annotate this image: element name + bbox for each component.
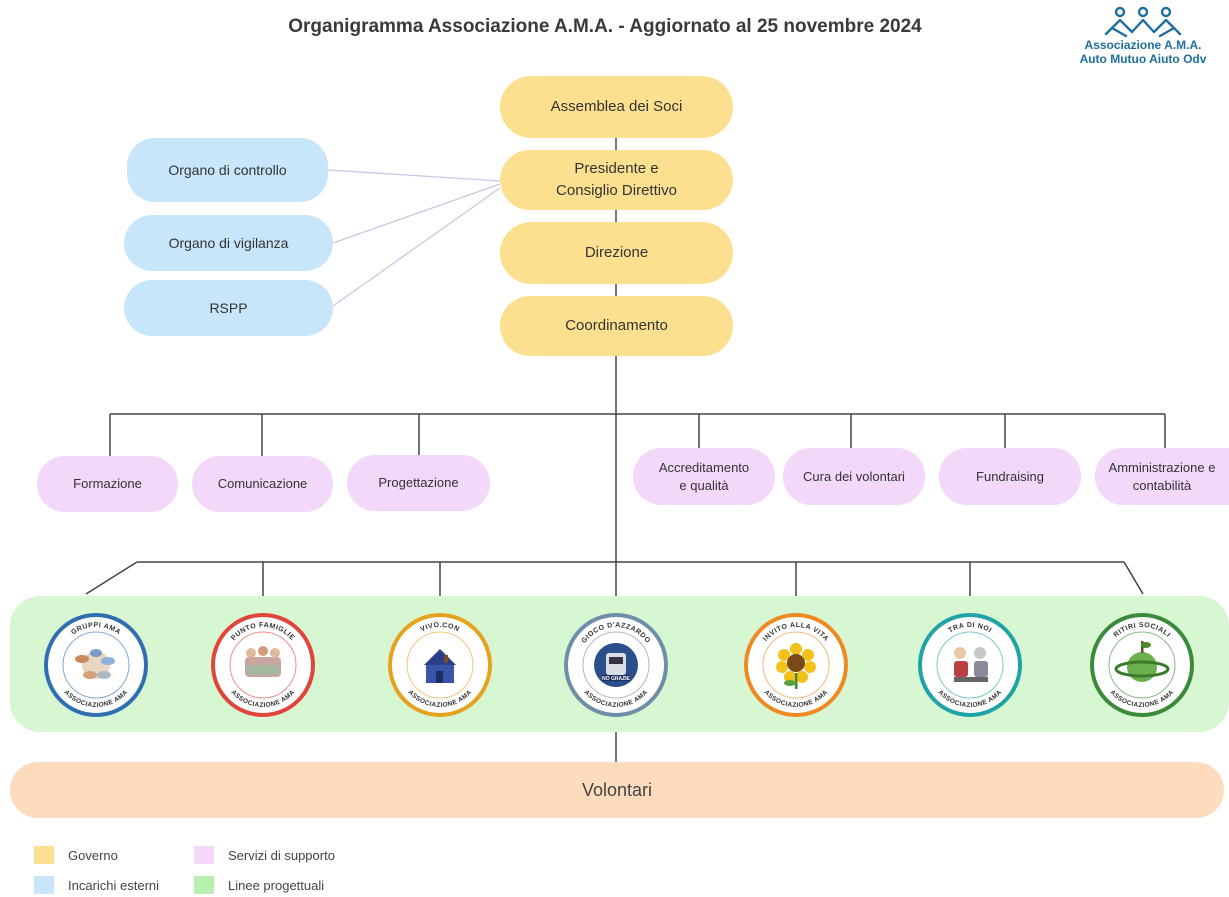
assemblea-soci-label: Assemblea dei Soci [550,98,683,115]
cura-volontari-box: Cura dei volontari [783,448,925,505]
legend-governo: Governo [34,846,118,864]
direzione-box: Direzione [500,222,733,284]
progettazione-box: Progettazione [347,455,490,511]
fundraising-box: Fundraising [939,448,1081,505]
progettazione-label: Progettazione [378,475,459,490]
people-sitting-icon [954,647,988,682]
presidente-label-line2: Consiglio Direttivo [556,182,677,199]
planet-icon [1114,641,1170,682]
coordinamento-box: Coordinamento [500,296,733,356]
legend-governo-label: Governo [68,847,118,863]
slot-machine-icon [594,643,638,687]
rspp-box: RSPP [124,280,333,336]
amministrazione-label-line1: Amministrazione e [1108,459,1216,475]
legend-servizi: Servizi di supporto [194,846,335,864]
sunflower-icon [776,643,816,689]
legend-incarichi-swatch [34,876,54,894]
accreditamento-label-line1: Accreditamento [658,459,750,475]
house-icon [424,649,456,683]
legend-incarichi-label: Incarichi esterni [68,877,160,893]
amministrazione-label-line2: contabilità [1132,477,1192,493]
badge-top-text: VIVO.CON [420,622,461,634]
comunicazione-label: Comunicazione [217,476,308,491]
legend-linee-label: Linee progettuali [228,877,325,893]
legend-servizi-swatch [194,846,214,864]
formazione-box: Formazione [37,456,178,512]
formazione-label: Formazione [73,476,142,491]
organo-controllo-label: Organo di controllo [168,162,287,178]
legend-servizi-label: Servizi di supporto [228,847,335,863]
accreditamento-box: Accreditamento e qualità [633,448,775,505]
comunicazione-box: Comunicazione [192,456,333,512]
amministrazione-box: Amministrazione e contabilità [1095,448,1229,505]
organo-vigilanza-label: Organo di vigilanza [168,235,289,251]
presidente-label-line1: Presidente e [574,160,659,177]
volontari-box: Volontari [10,762,1224,818]
fundraising-label: Fundraising [976,468,1044,484]
rspp-label: RSPP [209,300,248,316]
coordinamento-label: Coordinamento [565,317,668,334]
logo-line-2: Auto Mutuo Aiuto Odv [1079,52,1207,66]
legend-linee: Linee progettuali [194,876,324,894]
association-logo: Associazione A.M.A. Auto Mutuo Aiuto Odv [1062,6,1224,66]
organo-controllo-box: Organo di controllo [127,138,328,202]
people-logo-icon [1104,6,1182,38]
legend-incarichi: Incarichi esterni [34,876,159,894]
hands-circle-icon [75,649,115,679]
accreditamento-label-line2: e qualità [679,477,729,493]
presidente-box: Presidente e Consiglio Direttivo [500,150,733,210]
assemblea-soci-box: Assemblea dei Soci [500,76,733,138]
logo-line-1: Associazione A.M.A. [1084,38,1202,52]
family-icon [245,646,281,677]
chart-title: Organigramma Associazione A.M.A. - Aggio… [288,16,922,37]
cura-volontari-label: Cura dei volontari [803,468,905,484]
organo-vigilanza-box: Organo di vigilanza [124,215,333,271]
direzione-label: Direzione [584,244,649,261]
badge-inner-text: NO GRAZIE [602,676,630,682]
volontari-label: Volontari [581,779,653,800]
legend-governo-swatch [34,846,54,864]
legend-linee-swatch [194,876,214,894]
